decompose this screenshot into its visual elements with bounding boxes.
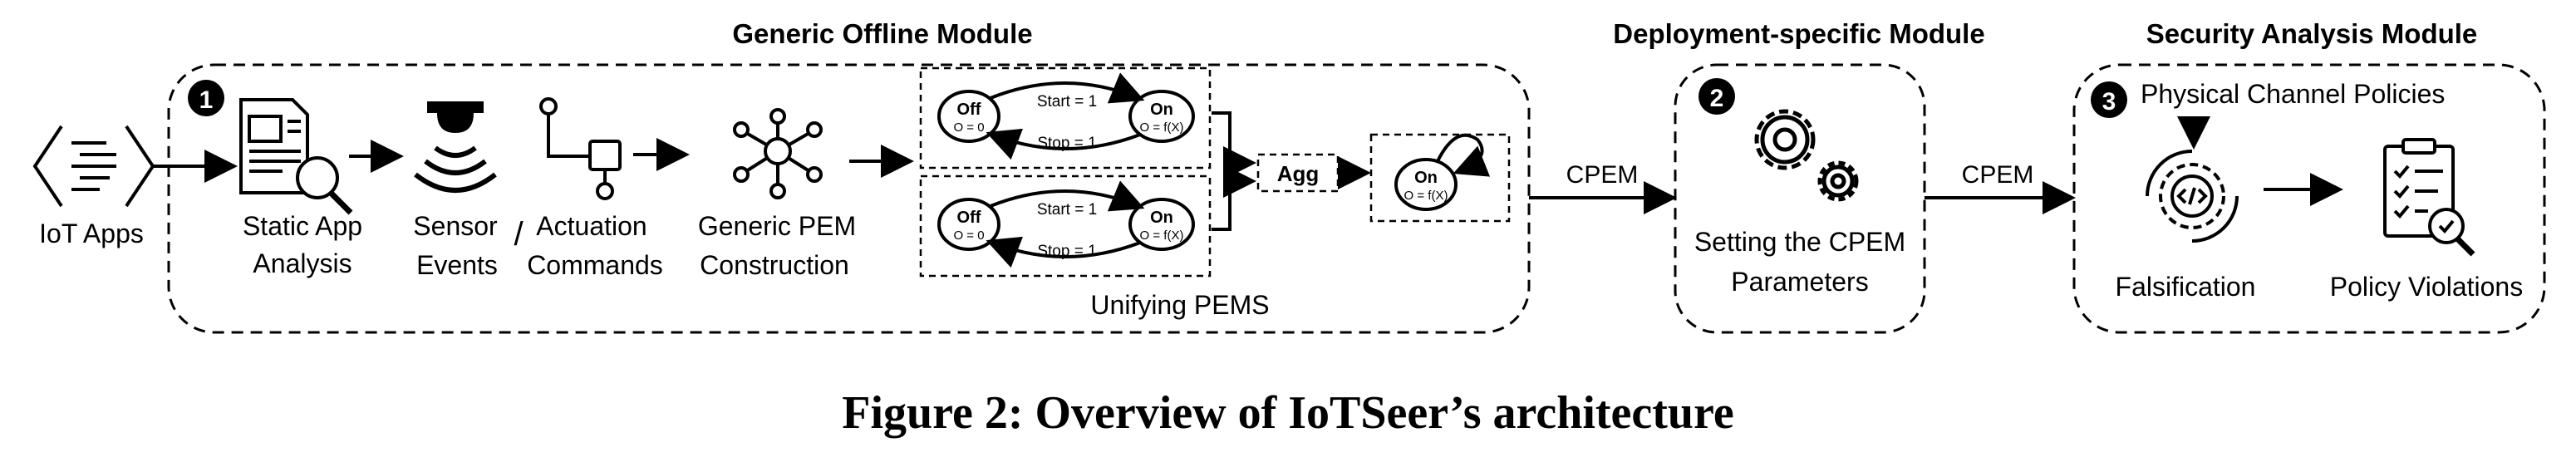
agg-connectors	[1212, 111, 1256, 231]
agg-label: Agg	[1277, 161, 1320, 186]
unifying-pems-label: Unifying PEMS	[1090, 290, 1269, 320]
pem-fsm-bottom	[919, 174, 1212, 278]
pem-fsm-top	[919, 66, 1212, 170]
static-app-label-1: Static App	[243, 211, 362, 241]
fsm-top-start-transition: Start = 1	[1037, 93, 1097, 111]
sensor-actuation-separator: /	[514, 216, 524, 253]
step-one-number: 1	[199, 86, 214, 114]
fsm-bottom-on-state: On	[1150, 209, 1173, 227]
step-three-badge: 3	[2091, 81, 2127, 118]
generic-offline-module-box	[167, 63, 1531, 334]
fsm-top-off-output: O = 0	[953, 120, 984, 135]
fsm-top-stop-transition: Stop = 1	[1037, 135, 1096, 152]
setting-parameters-label-2: Parameters	[1731, 267, 1868, 297]
step-three-number: 3	[2102, 88, 2116, 116]
fsm-top-off-state: Off	[957, 101, 981, 119]
actuation-label-1: Actuation	[536, 211, 646, 241]
clipboard-checklist-icon	[2383, 138, 2475, 257]
step-one-badge: 1	[188, 80, 224, 116]
step-two-number: 2	[1710, 85, 1724, 112]
document-search-icon	[239, 98, 353, 215]
iot-apps-label: IoT Apps	[39, 219, 144, 248]
security-analysis-module-box	[2072, 63, 2546, 334]
combined-on-state: On	[1414, 169, 1438, 187]
falsification-label: Falsification	[2116, 272, 2256, 302]
actuation-icon	[539, 97, 622, 200]
deployment-specific-module-title: Deployment-specific Module	[1613, 18, 1984, 49]
iot-apps-icon	[32, 125, 155, 208]
fsm-bottom-start-transition: Start = 1	[1037, 201, 1097, 219]
gears-icon	[1754, 109, 1859, 202]
physical-policies-label: Physical Channel Policies	[2141, 79, 2445, 109]
cpem-label-2: CPEM	[1962, 161, 2034, 189]
setting-parameters-label-1: Setting the CPEM	[1694, 227, 1905, 257]
fsm-bottom-stop-transition: Stop = 1	[1037, 243, 1096, 260]
fsm-bottom-on-output: O = f(X)	[1140, 229, 1184, 243]
cpem-label-1: CPEM	[1566, 161, 1639, 189]
sensor-label-2: Events	[416, 250, 498, 280]
generic-pem-label-2: Construction	[700, 250, 849, 280]
actuation-label-2: Commands	[527, 250, 663, 280]
fsm-bottom-off-state: Off	[957, 209, 981, 227]
step-two-badge: 2	[1698, 78, 1735, 115]
figure-caption: Figure 2: Overview of IoTSeer’s architec…	[842, 387, 1734, 439]
security-analysis-module-title: Security Analysis Module	[2146, 18, 2478, 49]
combined-on-output: O = f(X)	[1404, 189, 1448, 203]
network-hub-icon	[733, 108, 823, 199]
policy-violations-label: Policy Violations	[2330, 272, 2523, 302]
falsification-icon	[2146, 150, 2239, 243]
generic-pem-label-1: Generic PEM	[698, 211, 856, 241]
fsm-bottom-off-output: O = 0	[953, 229, 984, 243]
fsm-top-on-output: O = f(X)	[1140, 120, 1184, 135]
generic-offline-module-title: Generic Offline Module	[732, 18, 1032, 49]
combined-pem-state	[1369, 133, 1511, 223]
fsm-top-on-state: On	[1150, 101, 1173, 119]
static-app-label-2: Analysis	[253, 248, 351, 278]
sensor-label-1: Sensor	[413, 211, 498, 241]
sensor-icon	[414, 101, 497, 193]
